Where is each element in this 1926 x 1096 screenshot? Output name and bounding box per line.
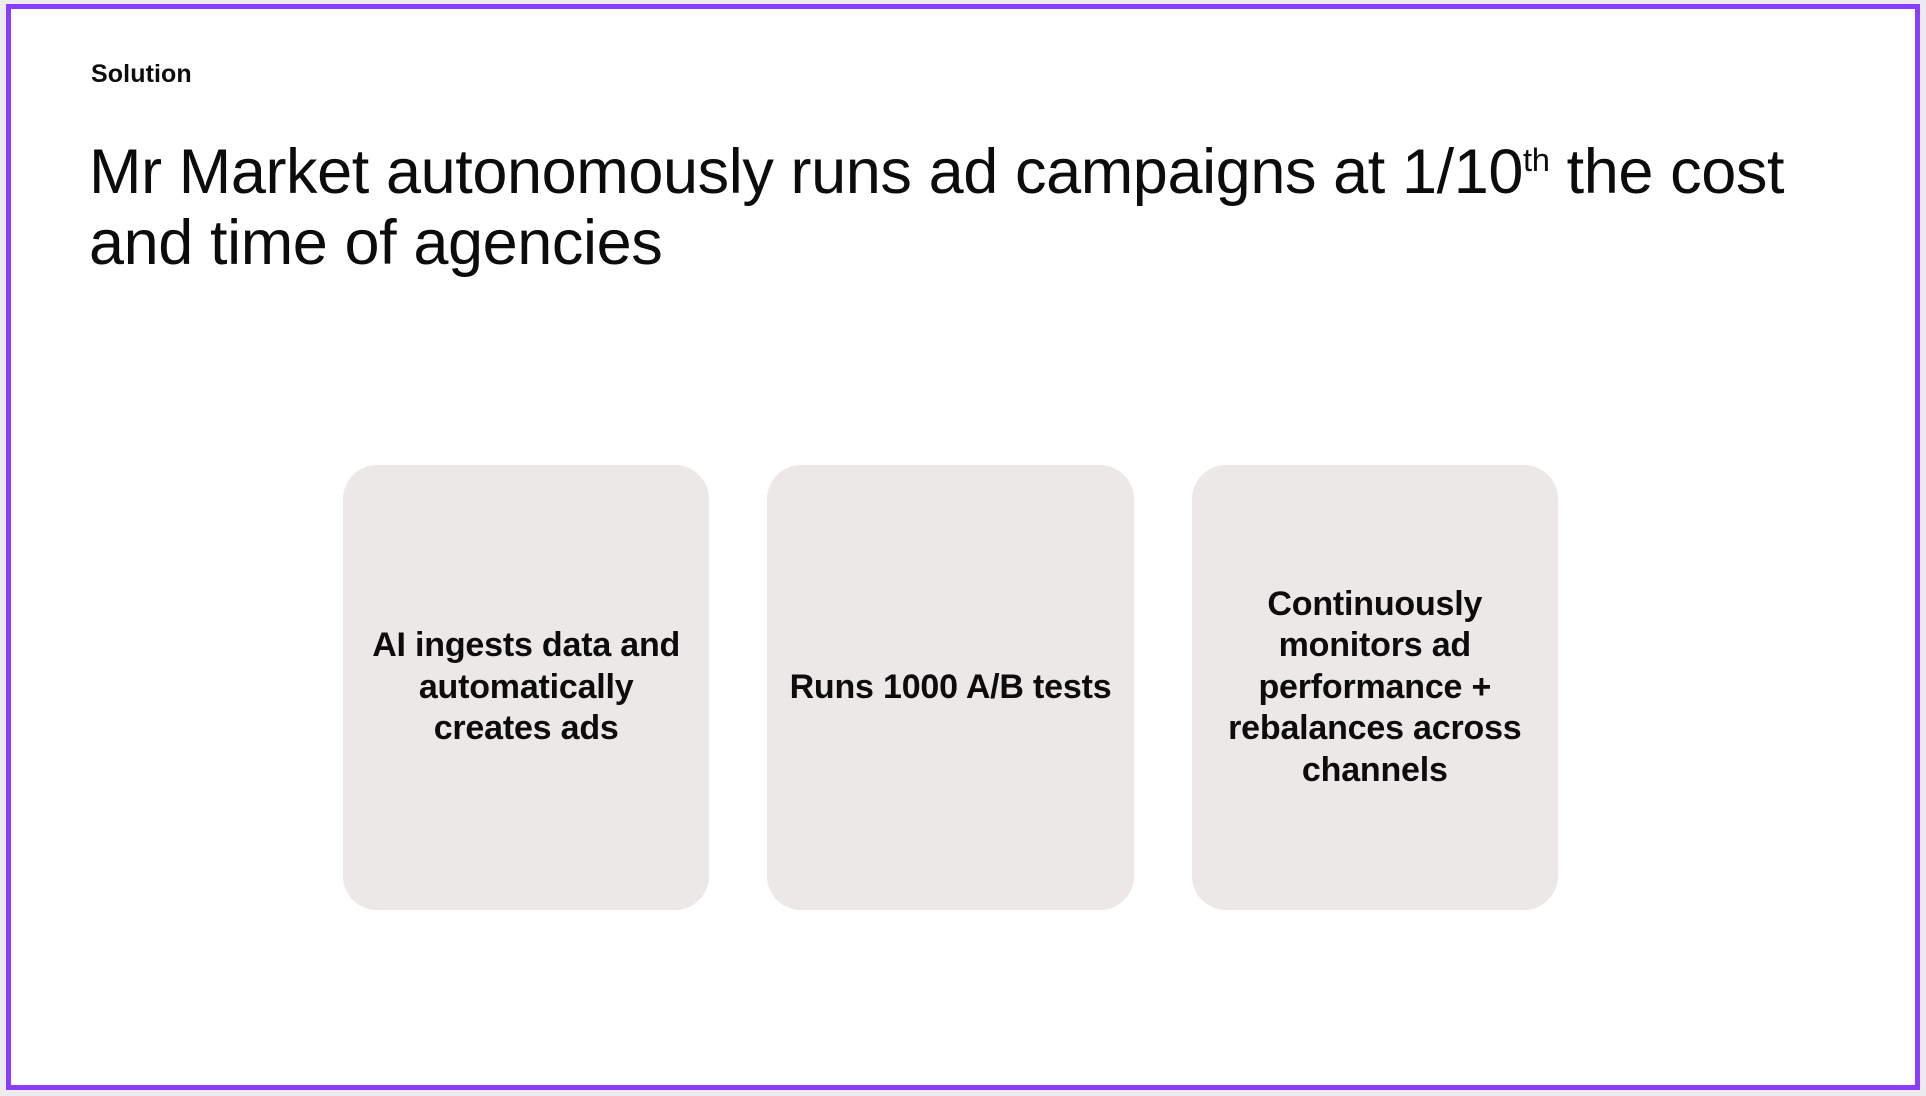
section-kicker-label: Solution — [91, 60, 192, 88]
feature-card-1-label: AI ingests data and automatically create… — [372, 626, 681, 748]
feature-card-1: AI ingests data and automatically create… — [343, 465, 710, 910]
page-title-line-1: Mr Market autonomously runs ad campaigns… — [89, 137, 1524, 207]
feature-card-2: Runs 1000 A/B tests — [767, 465, 1134, 910]
feature-card-3: Continuously monitors ad performance + r… — [1191, 465, 1558, 910]
slide-canvas: Solution Mr Market autonomously runs ad … — [11, 9, 1915, 1085]
page-title-superscript: th — [1523, 141, 1550, 178]
page-title-line-2: the cost and time of agencies — [89, 137, 1785, 278]
feature-card-row: AI ingests data and automatically create… — [343, 465, 1558, 910]
page-title: Mr Market autonomously runs ad campaigns… — [89, 137, 1789, 278]
feature-card-2-label: Runs 1000 A/B tests — [789, 667, 1112, 706]
slide-frame: Solution Mr Market autonomously runs ad … — [6, 4, 1920, 1090]
feature-card-3-label: Continuously monitors ad performance + r… — [1228, 584, 1522, 789]
